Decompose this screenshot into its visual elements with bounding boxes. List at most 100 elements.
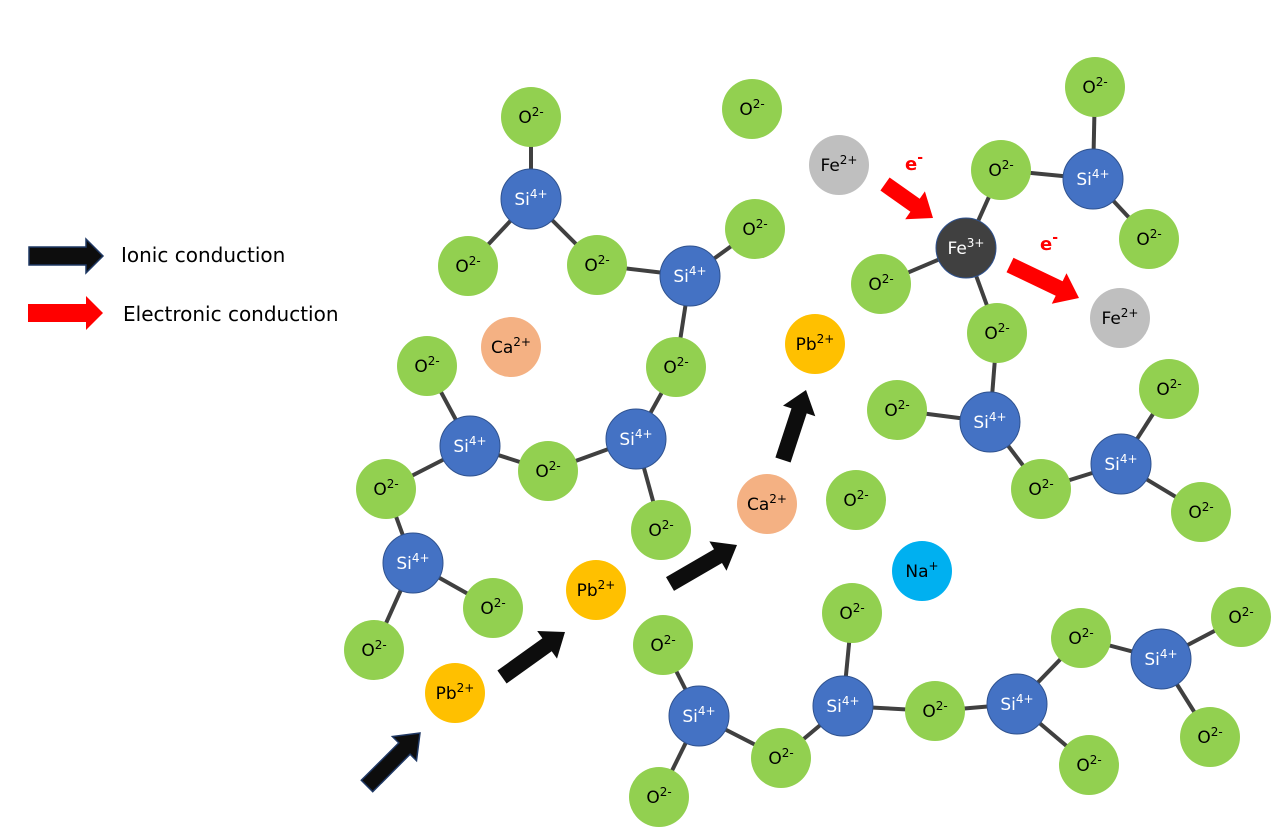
atom-label: O2- [1197, 725, 1222, 748]
charge: 2- [662, 518, 674, 532]
atom-circle [867, 380, 927, 440]
atom-circle [439, 415, 501, 477]
atom-si: Si4+ [1062, 148, 1124, 210]
atom-circle [722, 79, 782, 139]
atom-label: Si4+ [673, 264, 706, 287]
atom-circle [1180, 707, 1240, 767]
element-symbol: O [1136, 230, 1149, 250]
element-symbol: O [455, 257, 468, 277]
charge: 4+ [689, 264, 707, 278]
atom-o: O2- [1065, 57, 1125, 117]
atom-o: O2- [518, 441, 578, 501]
atom-o: O2- [1139, 359, 1199, 419]
atom-circle [566, 560, 626, 620]
atom-label: O2- [843, 488, 868, 511]
charge: 4+ [1120, 452, 1138, 466]
element-symbol: Si [453, 437, 469, 457]
ionic-conduction-arrow [360, 732, 421, 793]
atom-circle [809, 135, 869, 195]
atom-label: Si4+ [682, 704, 715, 727]
atom-si: Si4+ [959, 391, 1021, 453]
element-symbol: O [518, 108, 531, 128]
atom-circle [631, 500, 691, 560]
element-symbol: O [868, 275, 881, 295]
atom-o: O2- [1011, 459, 1071, 519]
element-symbol: O [361, 641, 374, 661]
element-symbol: O [480, 599, 493, 619]
atom-circle [1130, 628, 1192, 690]
atom-label: O2- [373, 477, 398, 500]
charge: 2- [660, 785, 672, 799]
atom-circle [1059, 735, 1119, 795]
atom-label: O2- [650, 633, 675, 656]
atom-o: O2- [826, 470, 886, 530]
atom-o: O2- [967, 303, 1027, 363]
atom-label: O2- [361, 638, 386, 661]
element-symbol: Ca [491, 338, 513, 358]
charge: 2- [998, 321, 1010, 335]
charge: 2- [1211, 725, 1223, 739]
atom-circle [1062, 148, 1124, 210]
element-symbol: Si [973, 413, 989, 433]
element-symbol: O [1156, 380, 1169, 400]
element-symbol: O [742, 220, 755, 240]
charge: 2- [853, 601, 865, 615]
atom-circle [971, 140, 1031, 200]
charge: 2+ [769, 492, 787, 506]
atom-label: O2- [884, 398, 909, 421]
atom-label: O2- [648, 518, 673, 541]
element-symbol: O [1228, 608, 1241, 628]
element-symbol: O [988, 161, 1001, 181]
charge: 2- [898, 398, 910, 412]
atom-circle [892, 541, 952, 601]
charge: 4+ [530, 187, 548, 201]
element-symbol: Ca [747, 495, 769, 515]
charge: 2- [677, 355, 689, 369]
atom-label: Si4+ [826, 694, 859, 717]
atom-si: Si4+ [668, 685, 730, 747]
charge: 2+ [598, 578, 616, 592]
atom-si: Si4+ [500, 168, 562, 230]
atom-label: Ca2+ [747, 492, 787, 515]
atom-ca: Ca2+ [737, 474, 797, 534]
legend-label-ionic: Ionic conduction [121, 243, 285, 267]
atom-o: O2- [1051, 608, 1111, 668]
element-symbol: Si [1144, 650, 1160, 670]
atoms-layer: O2-Si4+O2-O2-Si4+O2-O2-O2-Si4+O2-Si4+O2-… [344, 57, 1271, 827]
atom-label: Si4+ [453, 434, 486, 457]
atom-circle [1139, 359, 1199, 419]
electron-label: e- [905, 150, 923, 175]
atom-label: Fe2+ [1101, 306, 1138, 329]
atom-label: O2- [535, 459, 560, 482]
atom-circle [500, 168, 562, 230]
element-symbol: O [535, 462, 548, 482]
electronic-conduction-arrow [880, 177, 933, 220]
atom-o: O2- [631, 500, 691, 560]
atom-o: O2- [822, 583, 882, 643]
atom-circle [668, 685, 730, 747]
charge: 2- [753, 97, 765, 111]
atom-circle [382, 532, 444, 594]
atom-label: Si4+ [396, 551, 429, 574]
element-symbol: Pb [796, 335, 817, 355]
atom-label: Fe3+ [947, 236, 984, 259]
atom-label: Si4+ [973, 410, 1006, 433]
atom-o: O2- [356, 459, 416, 519]
atom-circle [501, 87, 561, 147]
element-symbol: O [1188, 503, 1201, 523]
element-symbol: O [884, 401, 897, 421]
atom-label: O2- [868, 272, 893, 295]
atom-circle [463, 578, 523, 638]
atom-circle [737, 474, 797, 534]
ionic-conduction-arrow [497, 631, 565, 684]
charge: 2+ [817, 332, 835, 346]
element-symbol: O [739, 100, 752, 120]
charge: 2- [549, 459, 561, 473]
element-symbol: O [414, 357, 427, 377]
element-symbol: Si [1000, 695, 1016, 715]
charge: 4+ [698, 704, 716, 718]
element-symbol: Si [1104, 455, 1120, 475]
arrows-layer [360, 177, 1079, 793]
element-symbol: O [839, 604, 852, 624]
electronic-conduction-arrow [1006, 257, 1079, 304]
